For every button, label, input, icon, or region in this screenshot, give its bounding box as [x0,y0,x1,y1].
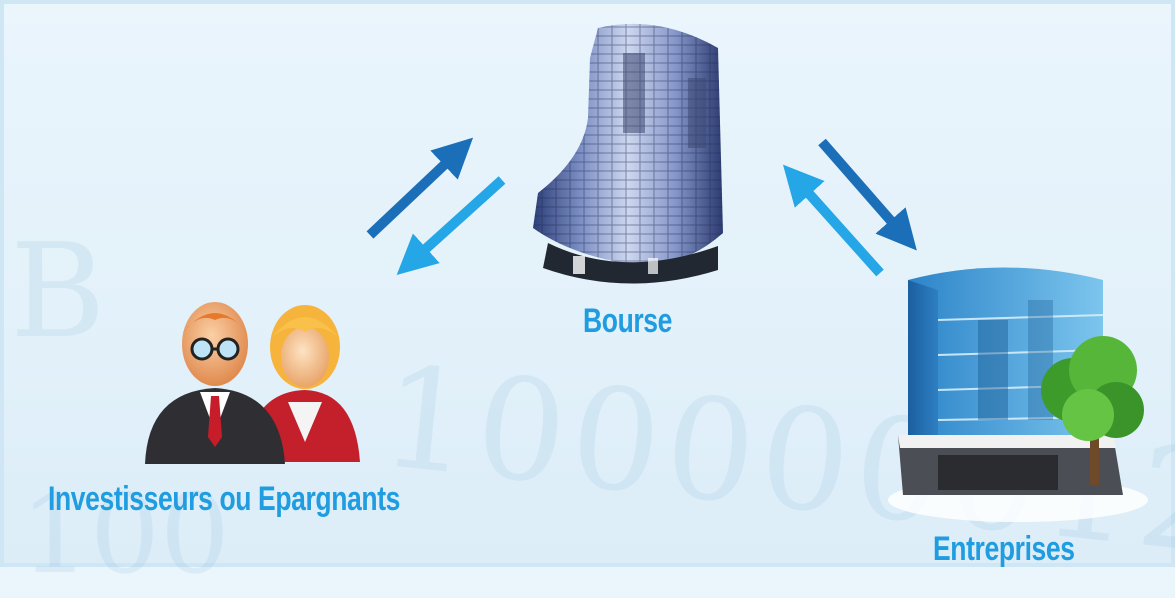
investors-label: Investisseurs ou Epargnants [48,480,400,519]
stock-exchange-building-icon [528,18,738,293]
investors-people-icon [140,292,370,467]
companies-label: Entreprises [933,530,1075,569]
arrow-investors-to-bourse [370,150,460,235]
arrow-bourse-to-investors [410,180,502,263]
company-building-icon [878,260,1148,525]
bourse-label: Bourse [583,302,672,341]
